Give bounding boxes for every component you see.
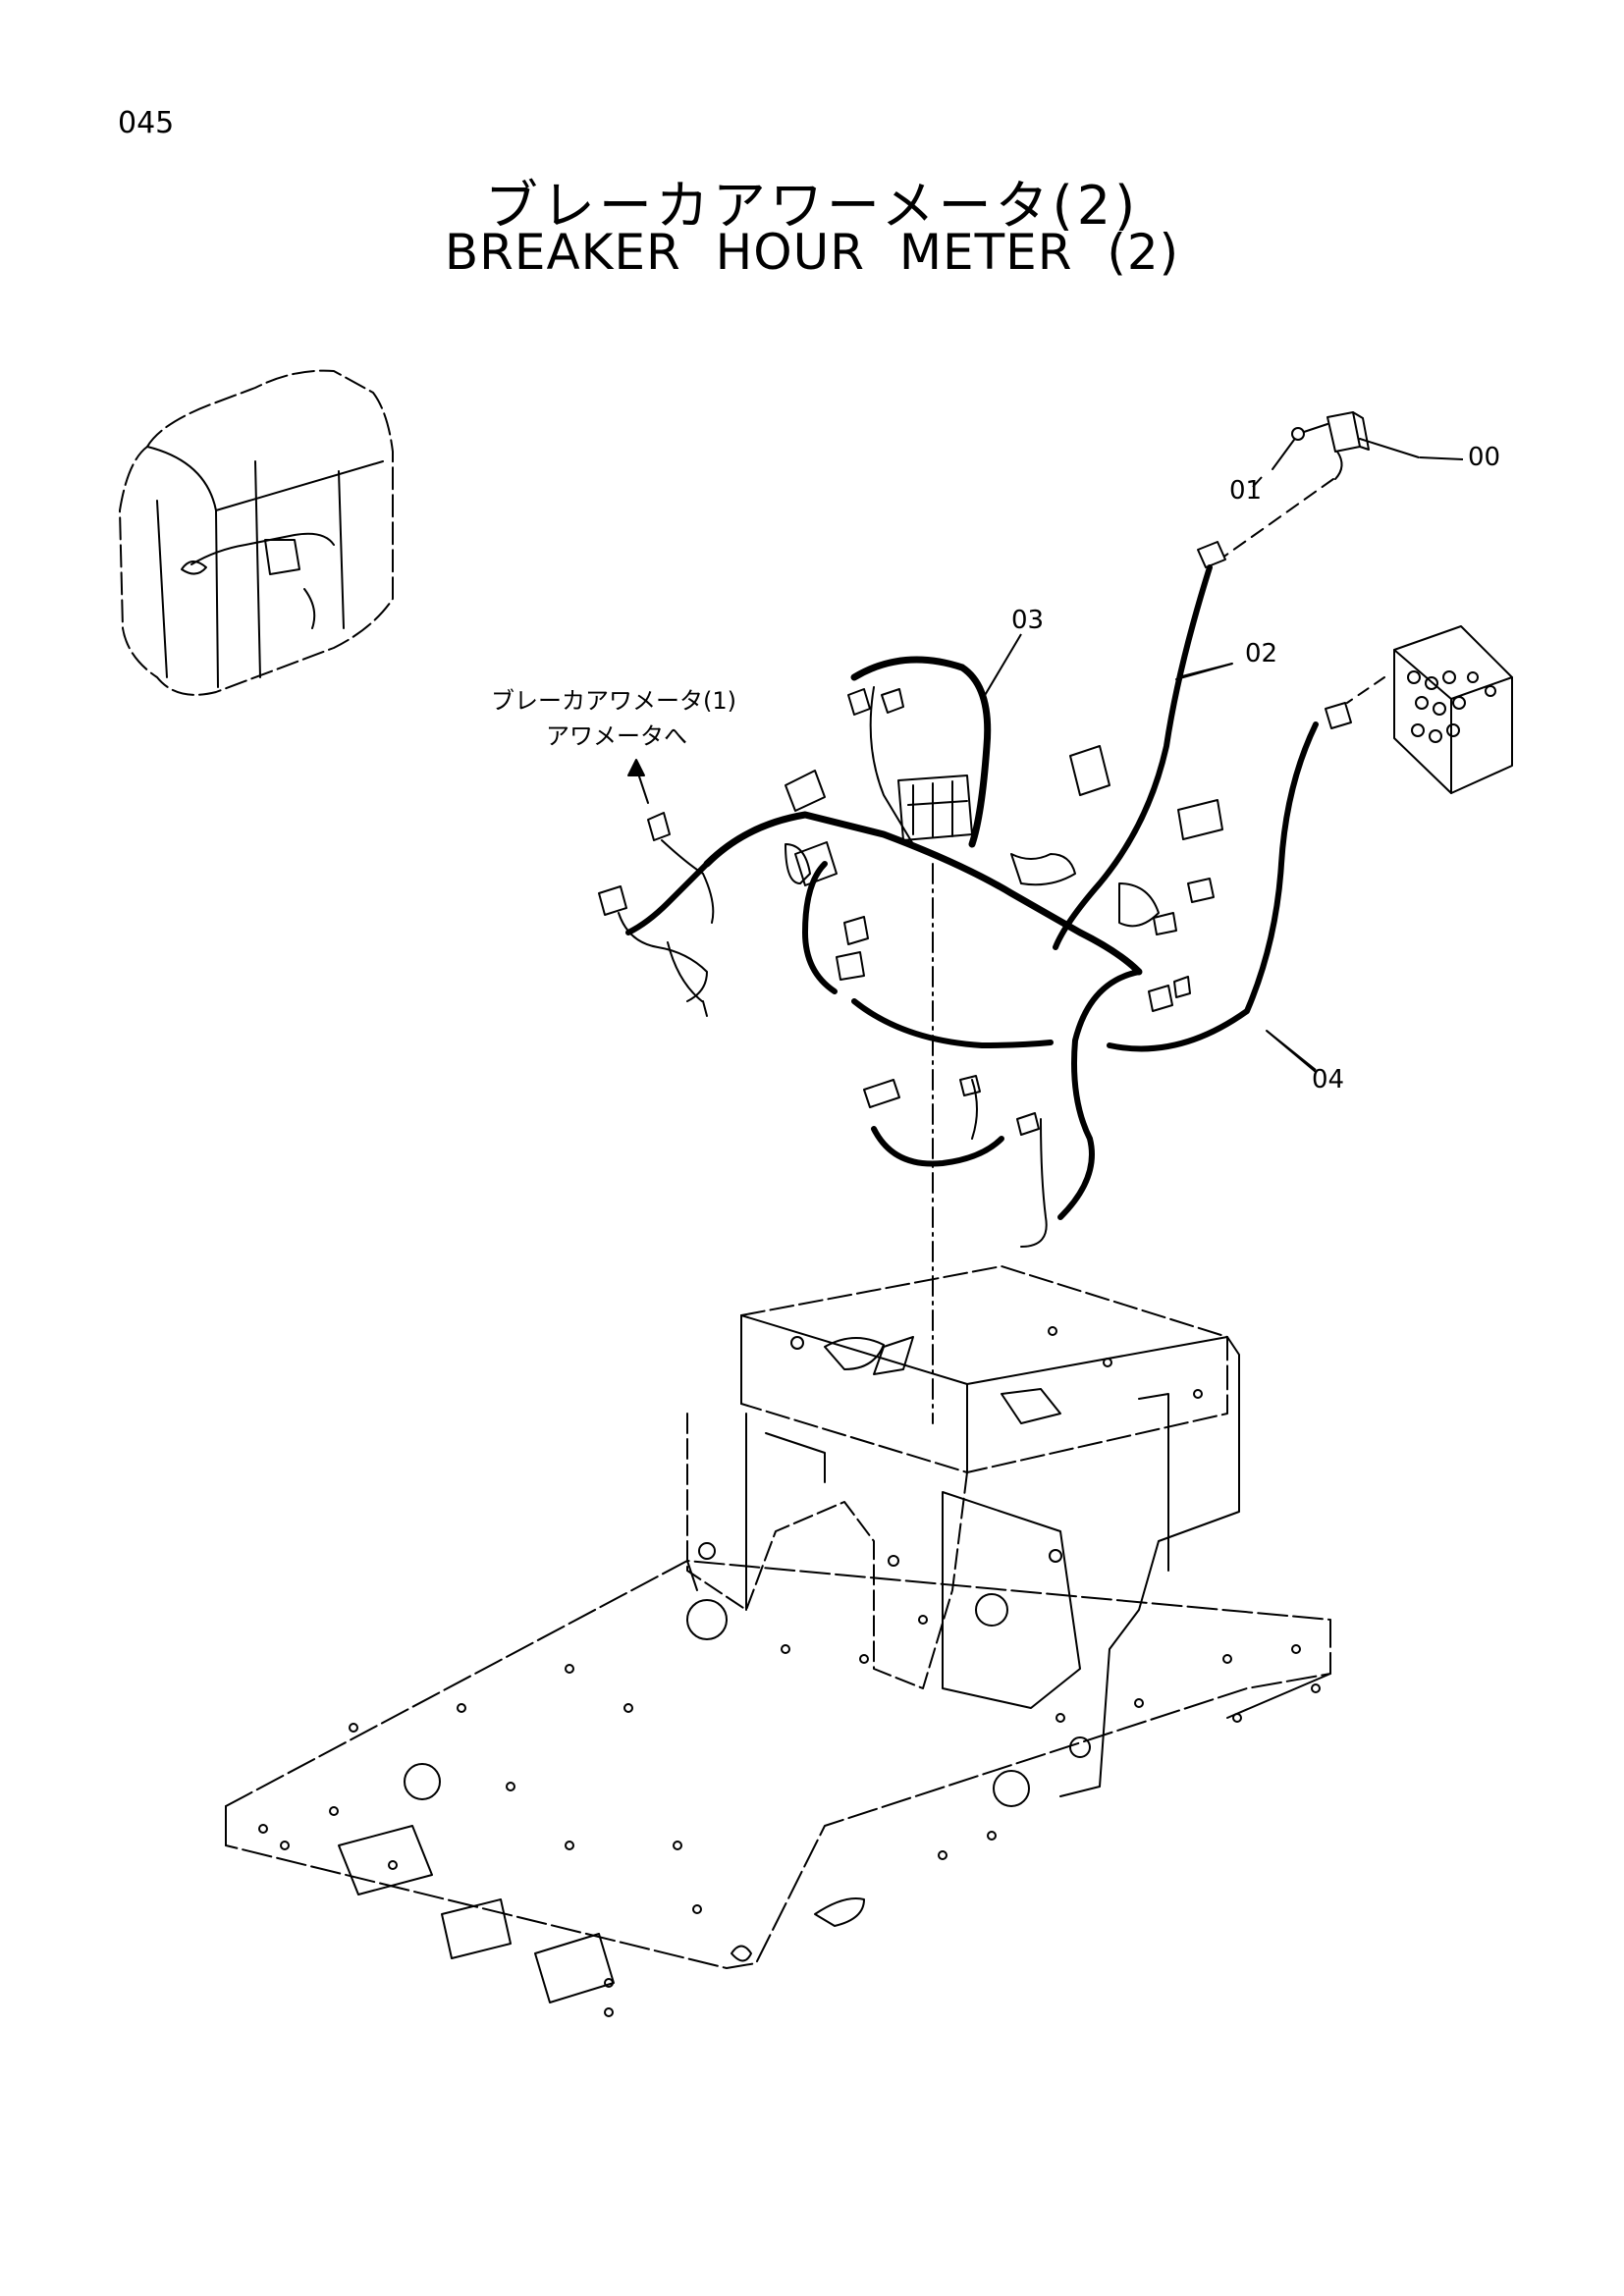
page-number: 045 bbox=[118, 106, 175, 140]
part-01-connector bbox=[1272, 423, 1328, 470]
callout-03: 03 bbox=[1011, 606, 1044, 635]
note-line-2: アワメータへ bbox=[546, 722, 687, 750]
note-line-1: ブレーカアワメータ(1) bbox=[491, 687, 736, 715]
control-box bbox=[1346, 625, 1513, 794]
floor-plate bbox=[225, 1560, 1331, 2017]
part-02-harness bbox=[1053, 478, 1334, 950]
callout-02: 02 bbox=[1245, 639, 1277, 668]
callout-00: 00 bbox=[1468, 443, 1500, 472]
part-00-switch bbox=[1326, 411, 1420, 480]
arrow-head bbox=[627, 759, 645, 776]
part-03-main-harness bbox=[625, 656, 1223, 1248]
cab-thumbnail bbox=[119, 369, 394, 696]
console-frame bbox=[686, 1265, 1240, 1797]
callout-leaders bbox=[983, 456, 1464, 1071]
part-04-harness bbox=[1107, 702, 1352, 1073]
callout-04: 04 bbox=[1312, 1065, 1344, 1095]
title-japanese: ブレーカアワーメータ(2) bbox=[484, 175, 1140, 237]
title-english: BREAKER HOUR METER (2) bbox=[444, 224, 1180, 281]
branch-to-hour-meter-1 bbox=[598, 812, 811, 1017]
callout-01: 01 bbox=[1229, 476, 1262, 506]
